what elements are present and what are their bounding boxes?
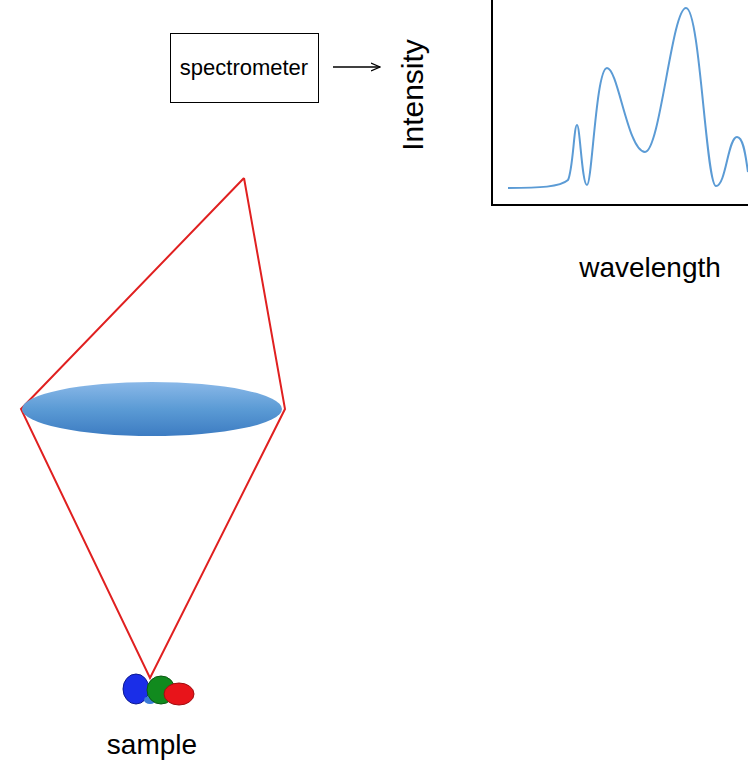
light-path xyxy=(21,178,285,678)
axis-title: Intensity xyxy=(396,39,430,151)
sample-blobs xyxy=(123,674,194,705)
box-label: spectrometer xyxy=(180,55,308,81)
spectrum-curve xyxy=(508,8,748,188)
output-arrow xyxy=(333,66,380,68)
chart-axes xyxy=(492,0,748,205)
sample-label: sample xyxy=(107,729,197,761)
process-box: spectrometer xyxy=(170,33,319,103)
axis-title: wavelength xyxy=(579,252,721,284)
lens xyxy=(22,382,282,436)
